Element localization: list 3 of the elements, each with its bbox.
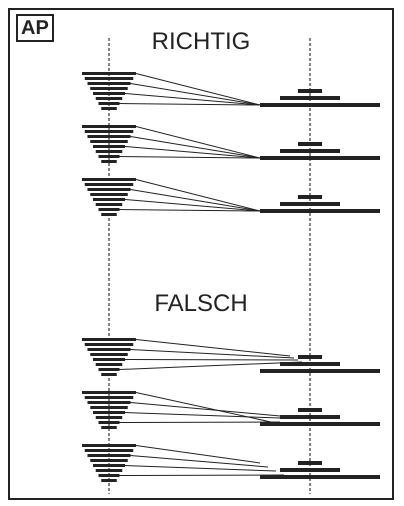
- section-heading: RICHTIG: [150, 28, 252, 56]
- panel-label: AP: [16, 14, 54, 42]
- section-heading: FALSCH: [153, 290, 249, 318]
